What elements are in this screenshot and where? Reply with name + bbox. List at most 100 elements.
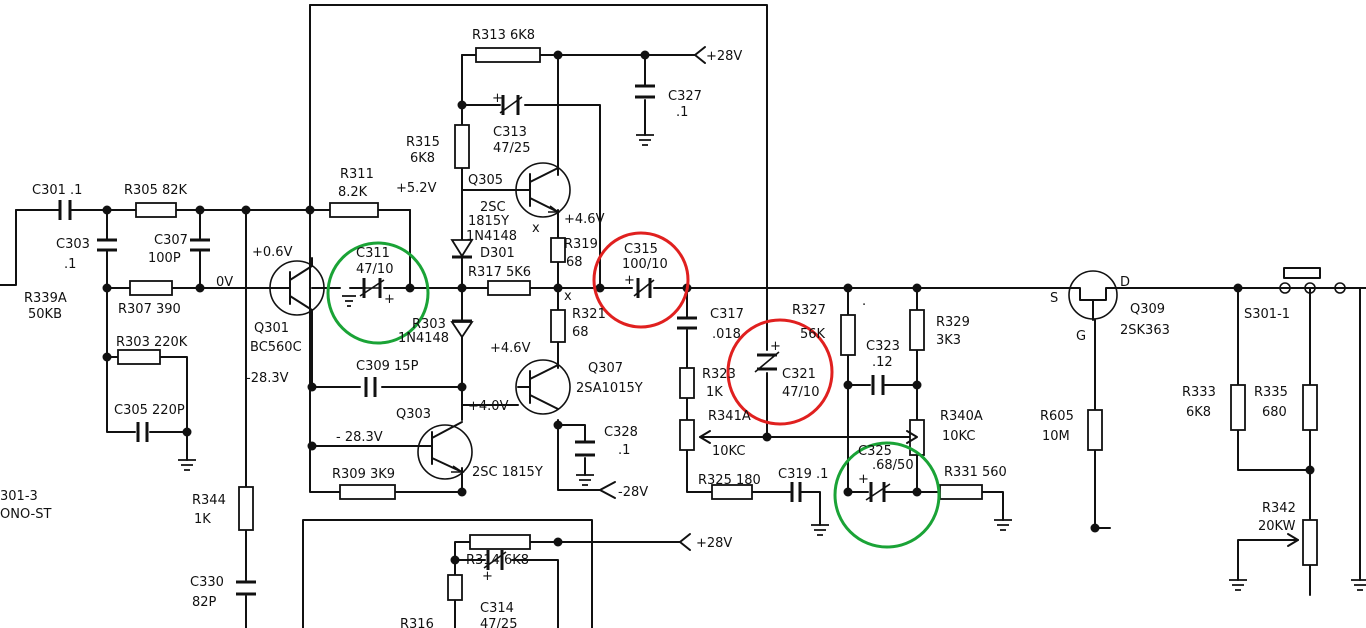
label-r339a-val: 50KB <box>28 307 62 322</box>
label-r303a: R303 <box>412 317 446 332</box>
label-r342: R342 <box>1262 501 1296 516</box>
label-c319: C319 .1 <box>778 467 828 482</box>
label-r341a: R341A <box>708 409 751 424</box>
label-q301-type: BC560C <box>250 340 302 355</box>
label-r305: R305 82K <box>124 183 188 198</box>
label-r303b: R303 220K <box>116 335 188 350</box>
label-pin-d: D <box>1120 275 1130 290</box>
label-q305-type: 2SC <box>480 200 506 215</box>
label-c315: C315 <box>624 242 658 257</box>
label-s301-3: 301-3 <box>0 489 38 504</box>
label-1n4148-b: 1N4148 <box>398 331 449 346</box>
label-r323-val: 1K <box>706 385 723 400</box>
label-q305: Q305 <box>468 173 503 188</box>
label-r319-val: 68 <box>566 255 583 270</box>
label-q307: Q307 <box>588 361 623 376</box>
label-c328-val: .1 <box>618 443 630 458</box>
label-c307-val: 100P <box>148 251 181 266</box>
label-c323-val: .12 <box>872 355 893 370</box>
label-r311: R311 <box>340 167 374 182</box>
r333-body <box>1230 384 1246 431</box>
junction-dots <box>102 50 1315 565</box>
label-plus4-6-a: +4.6V <box>564 212 605 227</box>
label-r331: R331 560 <box>944 465 1007 480</box>
label-plus-c325: + <box>858 472 869 487</box>
label-c307: C307 <box>154 233 188 248</box>
label-c327: C327 <box>668 89 702 104</box>
label-plus4-6-b: +4.6V <box>490 341 531 356</box>
ground-symbols <box>178 134 1366 591</box>
label-r319: R319 <box>564 237 598 252</box>
label-c314: C314 <box>480 601 514 616</box>
label-c330: C330 <box>190 575 224 590</box>
label-r340a-val: 10KC <box>942 429 975 444</box>
label-c313: C313 <box>493 125 527 140</box>
r316-body <box>447 574 463 601</box>
label-plus28-b: +28V <box>696 536 732 551</box>
label-plus-c311: + <box>384 292 395 307</box>
label-minus28-3-a: -28.3V <box>246 371 289 386</box>
label-c328: C328 <box>604 425 638 440</box>
label-q303-type: 2SC 1815Y <box>472 465 543 480</box>
label-q301: Q301 <box>254 321 289 336</box>
label-r333-val: 6K8 <box>1186 405 1211 420</box>
wires <box>0 4 1366 628</box>
label-r344-val: 1K <box>194 512 211 527</box>
r317-body <box>487 280 531 296</box>
label-r344: R344 <box>192 493 226 508</box>
r335-body <box>1302 384 1318 431</box>
label-r342-val: 20KW <box>1258 519 1296 534</box>
label-1n4148-a: 1N4148 <box>466 229 517 244</box>
c311-highlight-ring <box>326 241 430 345</box>
label-s301-1: S301-1 <box>1244 307 1290 322</box>
r314-body <box>469 534 531 550</box>
label-r335: R335 <box>1254 385 1288 400</box>
label-minus28-3-b: - 28.3V <box>336 430 383 445</box>
label-c321-val: 47/10 <box>782 385 819 400</box>
label-c314-val: 47/25 <box>480 617 517 628</box>
r341a-body <box>679 419 695 451</box>
label-r341a-val: 10KC <box>712 444 745 459</box>
c321-highlight-ring <box>726 318 834 426</box>
r327-body <box>840 314 856 356</box>
capacitors <box>51 84 891 596</box>
label-r321-val: 68 <box>572 325 589 340</box>
label-plus0-6: +0.6V <box>252 245 293 260</box>
text-labels: R313 6K8 +28V C327 .1 R315 6K8 C313 47/2… <box>0 28 1296 628</box>
label-r323: R323 <box>702 367 736 382</box>
label-c327-val: .1 <box>676 105 688 120</box>
label-r314: R314 6K8 <box>466 553 529 568</box>
label-c311-val: 47/10 <box>356 262 393 277</box>
label-r316: R316 <box>400 617 434 628</box>
label-c325-val: .68/50 <box>872 458 914 473</box>
label-r605-val: 10M <box>1042 429 1070 444</box>
label-plus-c314: + <box>482 569 493 584</box>
label-c330-val: 82P <box>192 595 217 610</box>
label-pin-g: G <box>1076 329 1086 344</box>
r342-body <box>1302 519 1318 566</box>
label-c311: C311 <box>356 246 390 261</box>
label-r335-val: 680 <box>1262 405 1287 420</box>
label-r307: R307 390 <box>118 302 181 317</box>
label-r325: R325 180 <box>698 473 761 488</box>
label-q309-type: 2SK363 <box>1120 323 1170 338</box>
label-r327-val: 56K <box>800 327 826 342</box>
switch-contacts <box>1279 282 1346 294</box>
label-r315: R315 <box>406 135 440 150</box>
label-q307-type: 2SA1015Y <box>576 381 643 396</box>
r305-body <box>135 202 177 218</box>
r321-body <box>550 309 566 343</box>
label-r317: R317 5K6 <box>468 265 531 280</box>
label-r333: R333 <box>1182 385 1216 400</box>
label-plus-c315: + <box>624 273 635 288</box>
c325-highlight-ring <box>833 441 941 549</box>
label-c315-val: 100/10 <box>622 257 668 272</box>
label-c309: C309 15P <box>356 359 419 374</box>
r605-body <box>1087 409 1103 451</box>
label-q303: Q303 <box>396 407 431 422</box>
label-c323: C323 <box>866 339 900 354</box>
transistors <box>269 162 1118 480</box>
label-plus-c321: + <box>770 339 781 354</box>
r311-body <box>329 202 379 218</box>
